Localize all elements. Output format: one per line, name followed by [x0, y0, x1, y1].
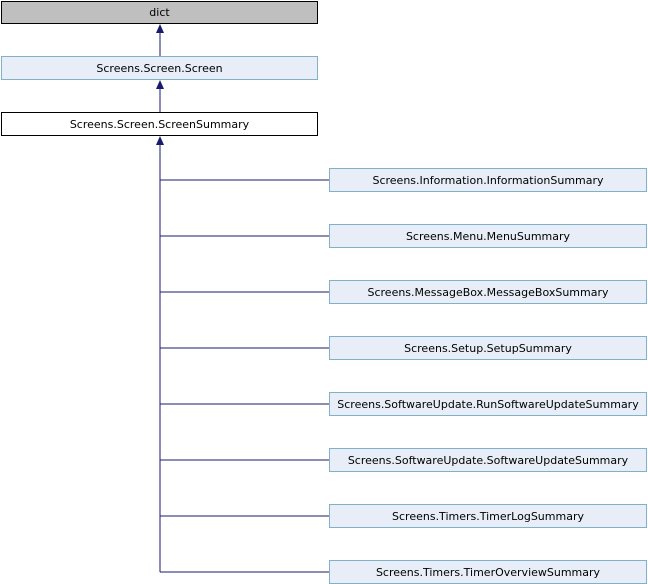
edge-arrowhead-dict [156, 24, 164, 33]
node-timeroverview-summary[interactable]: Screens.Timers.TimerOverviewSummary [329, 560, 647, 584]
edge-arrowhead-screen [156, 80, 164, 89]
node-screens-screen-screensummary: Screens.Screen.ScreenSummary [1, 112, 318, 136]
node-softwareupdate-summary[interactable]: Screens.SoftwareUpdate.SoftwareUpdateSum… [329, 448, 647, 472]
node-messagebox-summary[interactable]: Screens.MessageBox.MessageBoxSummary [329, 280, 647, 304]
node-runsoftwareupdate-summary[interactable]: Screens.SoftwareUpdate.RunSoftwareUpdate… [329, 392, 647, 416]
edge-arrowhead-screensummary [156, 136, 164, 145]
node-menu-summary[interactable]: Screens.Menu.MenuSummary [329, 224, 647, 248]
node-dict: dict [1, 1, 318, 24]
node-screens-screen-screen[interactable]: Screens.Screen.Screen [1, 56, 318, 80]
node-timerlog-summary[interactable]: Screens.Timers.TimerLogSummary [329, 504, 647, 528]
node-setup-summary[interactable]: Screens.Setup.SetupSummary [329, 336, 647, 360]
node-information-summary[interactable]: Screens.Information.InformationSummary [329, 168, 647, 192]
